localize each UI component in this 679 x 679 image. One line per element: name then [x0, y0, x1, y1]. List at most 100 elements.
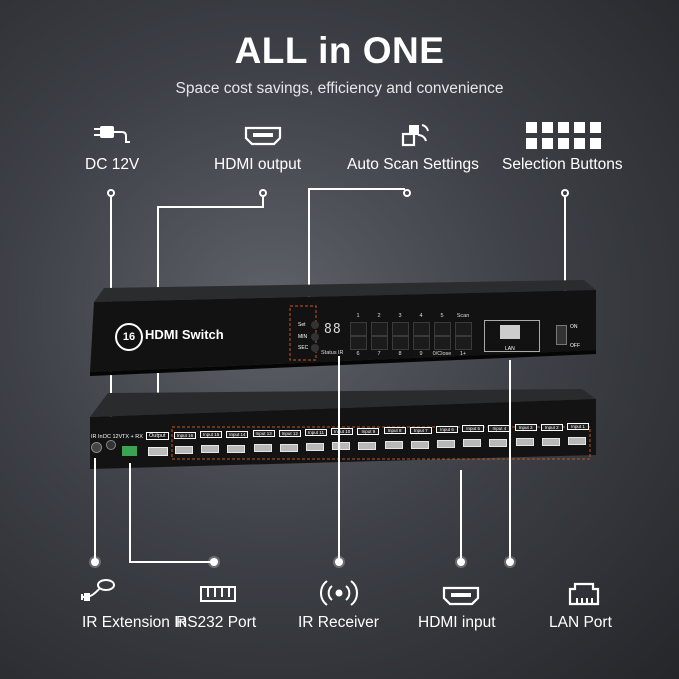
power-adapter-icon — [94, 126, 130, 143]
select-button-label: 5 — [440, 313, 444, 319]
hdmi-input-port[interactable] — [279, 443, 298, 452]
ir-receiver-connector-dot — [335, 558, 343, 566]
power-switch[interactable] — [556, 325, 567, 345]
hdmi-input-port[interactable] — [201, 445, 220, 454]
ir-label: IR — [338, 350, 344, 356]
hdmi-input-port-icon — [442, 586, 480, 606]
ir-ext-connector-dot — [91, 558, 99, 566]
hdmi-input-connector-line — [460, 470, 462, 562]
select-button-2[interactable] — [371, 322, 388, 336]
hdmi-input-port[interactable] — [410, 440, 429, 449]
input-port-label: Input 8 — [383, 427, 406, 435]
hdmi-input-connector-dot — [457, 558, 465, 566]
device-badge: 16 — [115, 323, 143, 351]
hdmi-input-port[interactable] — [306, 443, 324, 451]
input-port-label: Input 14 — [226, 430, 249, 438]
rs232-connector-line-v — [129, 463, 131, 562]
hdmi-input-label: HDMI input — [418, 614, 496, 631]
wireless-signal-icon — [320, 580, 358, 606]
dc-connector-dot — [107, 189, 115, 197]
input-port-label: Input 1 — [567, 423, 589, 430]
hdmi-port-icon — [244, 126, 282, 146]
set-button[interactable] — [311, 321, 319, 329]
rear-output-label: Output — [146, 432, 169, 440]
auto-scan-connector-line-v — [308, 188, 310, 318]
input-port-label: Input 15 — [200, 431, 223, 439]
select-button-9[interactable] — [413, 336, 430, 350]
input-port-label: Input 16 — [174, 432, 196, 439]
select-button-label: 1 — [356, 313, 360, 319]
sec-button[interactable] — [311, 344, 319, 352]
hdmi-input-port[interactable] — [384, 441, 403, 450]
select-button-6[interactable] — [350, 336, 367, 350]
select-button-label: 1+ — [459, 351, 467, 357]
select-button-label: 3 — [398, 313, 402, 319]
select-button-1+[interactable] — [455, 336, 472, 350]
rs232-port-icon — [200, 586, 236, 602]
setting-label-set: Set — [298, 322, 306, 328]
rs232-terminal[interactable] — [122, 446, 137, 456]
select-button-label: 4 — [419, 313, 423, 319]
page-title: ALL in ONE — [234, 30, 445, 71]
input-port-label: Input 11 — [305, 429, 327, 436]
rear-rs232-label: TX + RX — [122, 434, 143, 440]
power-on-label: ON — [570, 324, 578, 330]
select-button-4[interactable] — [413, 322, 430, 336]
select-button-label: 2 — [377, 313, 381, 319]
hdmi-input-port[interactable] — [175, 446, 193, 454]
setting-label-min: MIN — [298, 334, 308, 340]
hdmi-input-port[interactable] — [463, 439, 482, 448]
ir-cable-icon — [81, 579, 115, 601]
select-button-5[interactable] — [434, 322, 451, 336]
select-button-label: 0/Close — [432, 351, 452, 357]
input-port-label: Input 9 — [357, 427, 380, 435]
power-off-label: OFF — [570, 343, 580, 349]
rs232-connector-line-h — [129, 561, 213, 563]
selection-buttons-connector-line-v — [564, 197, 566, 307]
ir-receiver-connector-line — [338, 356, 340, 562]
input-port-label: Input 5 — [462, 425, 485, 433]
select-button-label: 9 — [419, 351, 423, 357]
select-button-label: 8 — [398, 351, 402, 357]
hdmi-input-port[interactable] — [358, 441, 377, 450]
select-button-label: 6 — [356, 351, 360, 357]
setting-label-sec: SEC — [298, 345, 309, 351]
auto-scan-connector-dot — [403, 189, 411, 197]
auto-scan-settings-label: Auto Scan Settings — [347, 156, 479, 173]
input-port-label: Input 7 — [409, 426, 432, 434]
hdmi-output-label: HDMI output — [214, 156, 302, 173]
hdmi-input-port[interactable] — [437, 440, 455, 448]
segment-display: 88 — [324, 322, 342, 337]
front-lan-frame — [484, 320, 540, 352]
rear-ir-in-label: IR In — [91, 434, 103, 440]
page-subtitle: Space cost savings, efficiency and conve… — [175, 80, 504, 97]
select-button-8[interactable] — [392, 336, 409, 350]
hdmi-output-connector-line — [262, 197, 264, 207]
hdmi-input-port[interactable] — [332, 442, 351, 451]
hdmi-input-port[interactable] — [227, 444, 246, 453]
rear-ir-jack[interactable] — [91, 442, 102, 453]
select-button-label: Scan — [456, 313, 470, 319]
auto-scan-icon — [401, 124, 429, 147]
hdmi-input-port[interactable] — [541, 437, 560, 446]
hdmi-input-port[interactable] — [253, 444, 272, 453]
select-button-7[interactable] — [371, 336, 388, 350]
select-button-1[interactable] — [350, 322, 367, 336]
rear-dc-jack[interactable] — [106, 440, 116, 450]
rear-output-port[interactable] — [148, 447, 168, 456]
auto-scan-connector-line-h — [308, 188, 405, 190]
hdmi-input-port[interactable] — [568, 437, 586, 445]
lan-connector-dot — [506, 558, 514, 566]
select-button-0close[interactable] — [434, 336, 451, 350]
select-button-scan[interactable] — [455, 322, 472, 336]
hdmi-input-port[interactable] — [515, 438, 534, 447]
select-button-3[interactable] — [392, 322, 409, 336]
input-port-label: Input 13 — [252, 430, 275, 438]
front-lan-port[interactable] — [500, 325, 520, 339]
ethernet-port-icon — [568, 582, 600, 606]
min-button[interactable] — [311, 333, 319, 341]
hdmi-input-port[interactable] — [489, 438, 508, 447]
input-port-label: Input 4 — [488, 424, 511, 432]
hdmi-output-connector-line-h — [157, 206, 264, 208]
hdmi-output-connector-dot — [259, 189, 267, 197]
